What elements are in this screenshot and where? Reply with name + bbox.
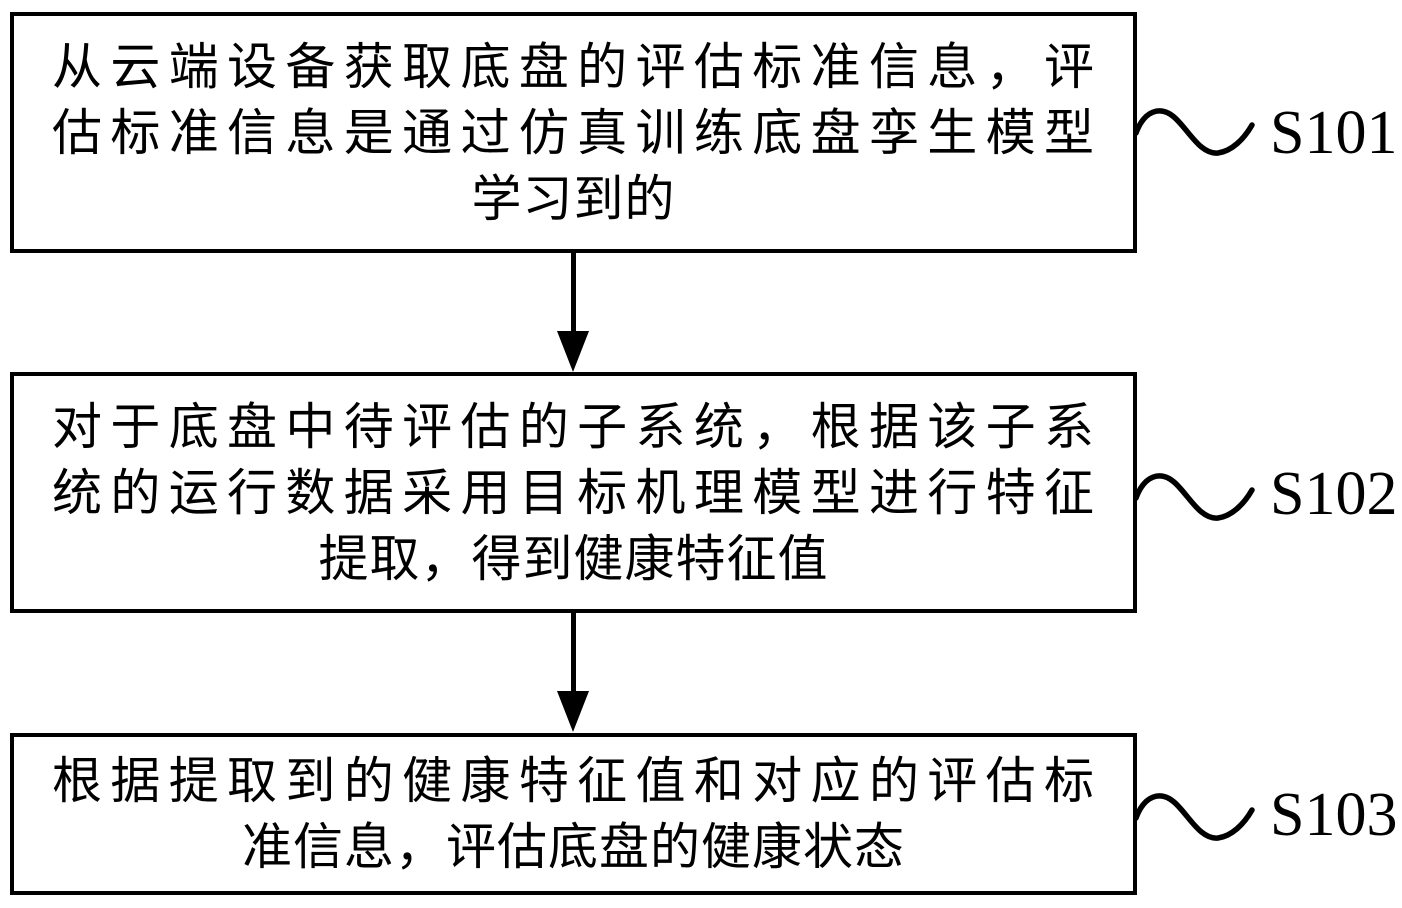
step-box-s101: 从云端设备获取底盘的评估标准信息，评 估标准信息是通过仿真训练底盘孪生模型 学习… bbox=[10, 12, 1137, 253]
wavy-connector-icon bbox=[1134, 108, 1255, 156]
down-arrow bbox=[557, 613, 589, 733]
down-arrow bbox=[557, 253, 589, 372]
step-label-s101: S101 bbox=[1270, 99, 1398, 167]
step-text-line: 学习到的 bbox=[471, 170, 676, 227]
arrow-shaft bbox=[570, 253, 576, 334]
arrow-head-icon bbox=[557, 691, 589, 732]
step-text-line: 提取，得到健康特征值 bbox=[318, 530, 829, 587]
step-label-s103: S103 bbox=[1270, 781, 1398, 849]
step-text-line: 根据提取到的健康特征值和对应的评估标 bbox=[52, 753, 1095, 809]
step-label-s102: S102 bbox=[1270, 460, 1398, 528]
step-text-line: 统的运行数据采用目标机理模型进行特征 bbox=[52, 464, 1095, 521]
step-text-line: 准信息，评估底盘的健康状态 bbox=[242, 819, 905, 875]
wavy-connector-icon bbox=[1134, 473, 1255, 521]
arrow-shaft bbox=[570, 613, 576, 694]
step-text-line: 从云端设备获取底盘的评估标准信息，评 bbox=[52, 38, 1095, 95]
step-text-line: 对于底盘中待评估的子系统，根据该子系 bbox=[52, 398, 1095, 455]
step-text-line: 估标准信息是通过仿真训练底盘孪生模型 bbox=[52, 104, 1095, 161]
step-box-s102: 对于底盘中待评估的子系统，根据该子系 统的运行数据采用目标机理模型进行特征 提取… bbox=[10, 372, 1137, 613]
arrow-head-icon bbox=[557, 331, 589, 372]
wavy-connector-icon bbox=[1134, 793, 1255, 841]
step-box-s103: 根据提取到的健康特征值和对应的评估标 准信息，评估底盘的健康状态 bbox=[10, 733, 1137, 895]
